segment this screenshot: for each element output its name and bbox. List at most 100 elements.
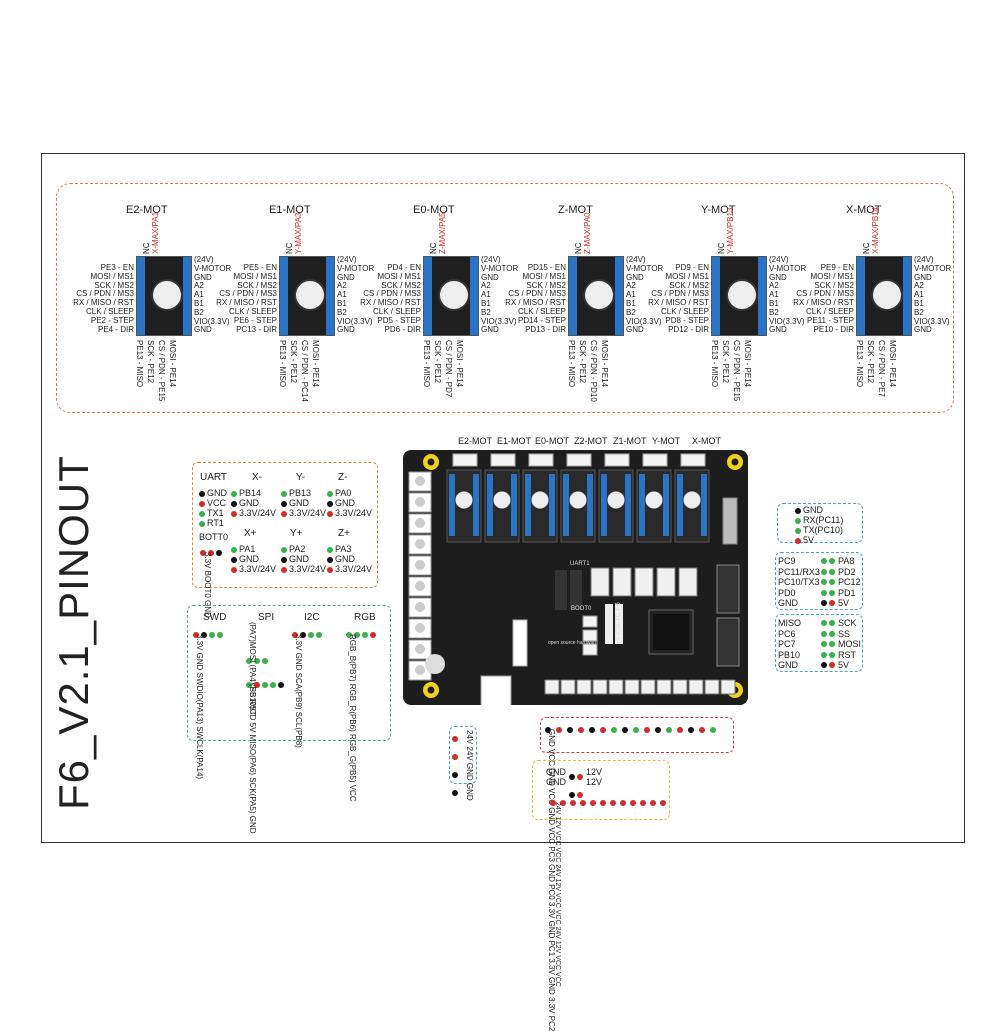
driver-left-label: MOSI / MS1 (233, 271, 277, 281)
pin-column-left (712, 257, 720, 335)
uart-right-header (722, 497, 738, 545)
pin-dot (560, 799, 566, 806)
pin-dot (327, 510, 333, 517)
endstop-connector (634, 567, 654, 597)
cs-label: CS / PDN - PE7 (877, 340, 886, 397)
thermistor-box (540, 717, 734, 753)
exp-right-label: PA8 (838, 556, 855, 566)
exp-left-label: PD0 (778, 587, 796, 598)
bottom-connector (624, 679, 640, 695)
spi-dots-bottom (246, 676, 286, 694)
pin-dot (231, 546, 237, 553)
pin-dot (640, 799, 646, 806)
pin-row: 3.3V/24V (281, 508, 326, 518)
swd-pins: 3.3V GND SWDIO(PA13) SWCLK(PA14) (195, 634, 204, 780)
driver-left-label: PE11 - STEP (807, 315, 854, 325)
exp-right-label: PC12 (838, 577, 861, 587)
fan-gnd-label-1: GND (546, 767, 566, 777)
driver-right-label: (24V) (481, 255, 501, 264)
nc-label: NC (862, 242, 871, 254)
pin-column-right (183, 257, 191, 335)
pin-dot (829, 641, 835, 647)
pin-row: PA3 (327, 544, 372, 554)
pin-dot (821, 641, 827, 647)
pin-dot (699, 726, 705, 733)
pin-dot (589, 726, 595, 733)
driver-left-label: CLK / SLEEP (372, 307, 421, 316)
pin-dot (281, 500, 287, 507)
sck-label: SCK - PE12 (578, 340, 587, 384)
rgb-label: RGB (354, 612, 376, 623)
diag-label: Y-MAX/PB13 (726, 207, 735, 254)
spi-dots-top (246, 652, 270, 670)
motor-name: Y-MOT (701, 204, 736, 216)
motor-driver-section (56, 183, 954, 413)
driver-right-label: (24V) (914, 255, 934, 264)
diag-label: Y-MAX/PA3 (294, 212, 303, 254)
driver-right-label: (24V) (194, 255, 214, 264)
driver-left-label: CS / PDN / MS3 (219, 289, 277, 299)
pin-dot (710, 726, 716, 733)
driver-left-label: MOSI / MS1 (522, 271, 566, 281)
exp-left-label: PC11/RX3 (778, 566, 820, 577)
driver-left-label: RX / MISO / RST (505, 298, 566, 308)
diag-label: Z-MAX/PA0 (583, 212, 592, 254)
spi-label: SPI (258, 612, 275, 623)
driver-left-label: CS / PDN / MS3 (363, 289, 421, 299)
pin-row: PA2 (281, 544, 326, 554)
pin-dot (281, 566, 287, 573)
driver-module (856, 256, 912, 336)
driver-right-label: GND (481, 325, 499, 335)
pin-label: GND (289, 498, 309, 508)
pin-dot (199, 490, 205, 497)
pin-label: VCC (207, 498, 227, 508)
pin-dot (231, 490, 237, 497)
pin-dot (677, 726, 683, 733)
power-pins: 24V 24V GND GND (465, 730, 474, 801)
pin-dot (545, 726, 551, 733)
board-motor-label: E2-MOT (458, 436, 493, 446)
sck-label: SCK - PE12 (433, 340, 442, 384)
driver-right-label: (24V) (337, 255, 357, 264)
diag-label: X-MAX/PB14 (871, 206, 880, 254)
driver-right-label: (24V) (626, 255, 646, 264)
driver-module (423, 256, 479, 336)
pin-column-right (615, 257, 623, 335)
exp2-box (775, 614, 863, 672)
pin-dot (199, 520, 205, 527)
exp-left-label: MISO (778, 618, 802, 628)
pin-column-left (569, 257, 577, 335)
pin-dot (567, 726, 573, 733)
motor-connector (490, 453, 516, 467)
driver-left-label: SCK / MS2 (381, 280, 421, 290)
pin-row: 3.3V/24V (281, 564, 326, 574)
driver-right-label: VIO(3.3V) (337, 316, 373, 326)
pin-row: 5V (795, 535, 843, 545)
driver-left-label: CLK / SLEEP (517, 307, 566, 316)
driver-left-label: SCK / MS2 (237, 280, 277, 290)
driver-left-label: PD4 - EN (387, 263, 421, 272)
pin-row: PB14 (231, 488, 276, 498)
pin-dot (327, 546, 333, 553)
endstop-connector (678, 567, 698, 597)
pin-column-right (470, 257, 478, 335)
driver-right-label: VIO(3.3V) (769, 316, 805, 326)
exp-right-label: SCK (838, 618, 857, 628)
heatsink (871, 279, 903, 311)
sck-label: SCK - PE12 (146, 340, 155, 384)
driver-left-label: CLK / SLEEP (805, 307, 854, 316)
pin-dot (590, 799, 596, 806)
driver-right-label: A1 (769, 290, 779, 300)
driver-right-label: GND (194, 325, 212, 335)
board-motor-label: Z1-MOT (613, 436, 647, 446)
driver-left-label: PD9 - EN (675, 263, 709, 272)
pin-dot (829, 620, 835, 626)
fan-gnd-label-2: GND (546, 777, 566, 787)
pin-dot (829, 600, 835, 606)
pin-row: GND (281, 498, 326, 508)
cs-label: CS / PDN - PC14 (300, 340, 309, 402)
pin-column-left (857, 257, 865, 335)
